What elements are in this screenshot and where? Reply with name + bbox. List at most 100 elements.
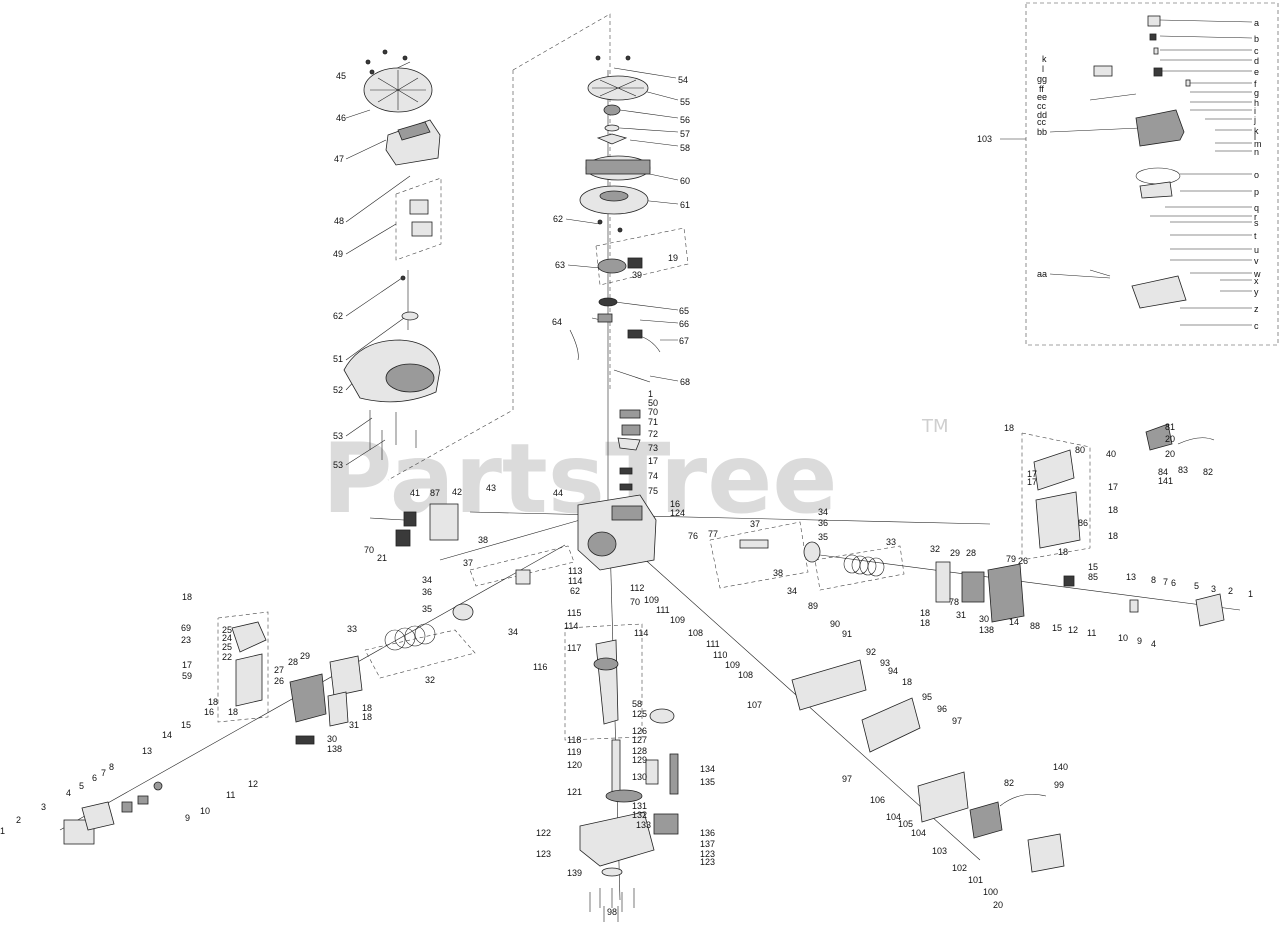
part-label: 127 — [632, 735, 647, 745]
part-label: 12 — [248, 779, 258, 789]
part-label: 14 — [162, 730, 172, 740]
part-label: 52 — [333, 385, 343, 395]
part-label: o — [1254, 170, 1259, 180]
part-label: 28 — [288, 657, 298, 667]
part-label: ee — [1037, 92, 1047, 102]
part-label: 116 — [533, 662, 547, 672]
part-label: 10 — [200, 806, 210, 816]
seal-125 — [649, 708, 675, 724]
part-label: 20 — [1165, 434, 1175, 444]
part-label: 32 — [930, 544, 940, 554]
sump-122 — [579, 811, 655, 867]
part-label: 91 — [842, 629, 852, 639]
part-label: 89 — [808, 601, 818, 611]
part-label: 110 — [713, 650, 727, 660]
part-label: r — [1254, 212, 1257, 222]
part-label: 88 — [1030, 621, 1040, 631]
part-label: 104 — [886, 812, 901, 822]
cylinder-head-left — [289, 673, 327, 723]
group-box-116 — [564, 623, 643, 741]
part-label: h — [1254, 98, 1259, 108]
part-label: 132 — [632, 810, 647, 820]
part-label: 93 — [880, 658, 890, 668]
part-label: 58 — [632, 699, 642, 709]
part-label: q — [1254, 203, 1259, 213]
filter-49 — [409, 199, 429, 215]
part-label: 17 — [1027, 477, 1037, 487]
piston-left-35 — [452, 603, 474, 621]
part-label: 97 — [842, 774, 852, 784]
part-label: 113 — [568, 566, 582, 576]
part-label: 1 — [1248, 589, 1253, 599]
part-label: 15 — [1088, 562, 1098, 572]
part-label: 17 — [648, 456, 658, 466]
part-label: 135 — [700, 777, 715, 787]
part-label: 81 — [1165, 422, 1175, 432]
part-label: 128 — [632, 746, 647, 756]
part-label: 18 — [362, 703, 372, 713]
part-label: 82 — [1004, 778, 1014, 788]
part-label: 57 — [680, 129, 690, 139]
part-label: 15 — [181, 720, 191, 730]
part-label: 103 — [977, 134, 992, 144]
part-label: 46 — [336, 113, 346, 123]
part-label: gg — [1037, 74, 1047, 84]
part-label: 129 — [632, 755, 647, 765]
part-label: 140 — [1053, 762, 1068, 772]
part-label: aa — [1037, 269, 1047, 279]
cylinder-head-right — [987, 563, 1025, 623]
part-label: 39 — [632, 270, 642, 280]
part-label: 7 — [101, 768, 106, 778]
bolts-98 — [589, 888, 635, 922]
part-label: 31 — [956, 610, 966, 620]
part-label: 4 — [66, 788, 71, 798]
part-label: 112 — [630, 583, 644, 593]
part-label: 63 — [555, 260, 565, 270]
part-label: 53 — [333, 431, 343, 441]
part-label: 74 — [648, 471, 658, 481]
part-label: 76 — [688, 531, 698, 541]
intake-manifold-96 — [861, 697, 921, 753]
part-label: d — [1254, 56, 1259, 66]
part-label: 26 — [274, 676, 284, 686]
part-label: 20 — [993, 900, 1003, 910]
part-label: 17 — [1108, 482, 1118, 492]
part-label: 33 — [347, 624, 357, 634]
part-label: 137 — [700, 839, 715, 849]
part-label: 6 — [92, 773, 97, 783]
part-label: ff — [1039, 84, 1044, 94]
part-label: l — [1042, 64, 1044, 74]
part-label: g — [1254, 88, 1259, 98]
part-label: k — [1042, 54, 1047, 64]
part-label: 49 — [333, 249, 343, 259]
part-label: 42 — [452, 487, 462, 497]
washer-57 — [604, 124, 620, 132]
part-label: 130 — [632, 772, 647, 782]
part-label: c — [1254, 321, 1259, 331]
seal-65 — [598, 297, 618, 307]
part-label: 18 — [920, 618, 930, 628]
part-label: 34 — [422, 575, 432, 585]
part-label: 3 — [1211, 584, 1216, 594]
part-label: 72 — [648, 429, 658, 439]
part-label: 48 — [334, 216, 344, 226]
part-label: 73 — [648, 443, 658, 453]
part-label: 138 — [979, 625, 994, 635]
manifold-93 — [791, 659, 867, 711]
part-label: 87 — [430, 488, 440, 498]
part-label: 117 — [567, 643, 581, 653]
part-label: 18 — [182, 592, 192, 602]
part-label: 10 — [1118, 633, 1128, 643]
part-label: 38 — [773, 568, 783, 578]
carburetor-103 — [969, 801, 1003, 839]
part-label: 27 — [274, 665, 284, 675]
part-label: 33 — [886, 537, 896, 547]
group-box-37-right — [709, 521, 809, 589]
part-label: t — [1254, 231, 1257, 241]
part-label: 99 — [1054, 780, 1064, 790]
part-label: 38 — [478, 535, 488, 545]
group-box-33-left — [364, 629, 476, 679]
guide-line-top — [512, 13, 611, 390]
gear-121 — [605, 789, 643, 803]
